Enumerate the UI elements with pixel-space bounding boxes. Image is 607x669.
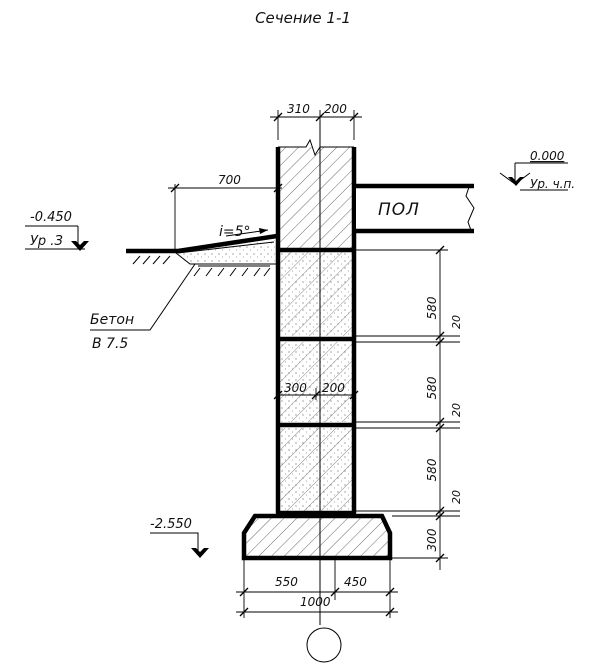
dim-blind-area-value: 700 [218, 173, 241, 187]
level-ground-value: -0.450 [30, 210, 72, 225]
axis-marker [306, 120, 342, 663]
dim-joint-2: 20 [450, 403, 463, 417]
concrete-leader [90, 263, 196, 331]
foundation-block-2 [280, 342, 352, 422]
ground-hatching [132, 255, 271, 277]
dim-joint-3: 20 [450, 490, 463, 504]
floor-slab [356, 183, 475, 234]
foundation-block-1 [280, 252, 352, 336]
dim-footing-total: 1000 [300, 595, 331, 609]
dim-footing-left: 550 [275, 575, 298, 589]
dim-joint-1: 20 [450, 315, 463, 329]
level-mark-ground [25, 225, 89, 251]
level-ground-name: Ур .З [30, 234, 63, 249]
dim-blind-area [168, 183, 283, 252]
footing-slab [241, 513, 393, 561]
dim-mid [273, 388, 359, 400]
dim-top-right: 200 [324, 102, 347, 116]
level-mark-footing [150, 532, 209, 558]
section-title: Сечение 1-1 [255, 9, 351, 27]
level-floor-name: Ур. ч.п. [530, 177, 575, 191]
dim-top-left: 310 [287, 102, 310, 116]
dim-footing-height: 300 [425, 528, 439, 551]
dim-footing-right: 450 [344, 575, 367, 589]
level-floor-value: 0.000 [530, 149, 565, 163]
dim-vertical-chain [356, 245, 460, 570]
blind-area [126, 228, 279, 280]
dim-top [270, 110, 362, 140]
dim-mid-left: 300 [284, 381, 307, 395]
dim-mid-right: 200 [322, 381, 345, 395]
dim-block-height-1: 580 [425, 296, 439, 319]
concrete-label-line2: В 7.5 [92, 336, 128, 352]
concrete-label-line1: Бетон [90, 312, 134, 328]
floor-label: ПОЛ [378, 200, 420, 220]
dim-block-height-3: 580 [425, 458, 439, 481]
dim-block-height-2: 580 [425, 376, 439, 399]
dim-footing-width [236, 560, 398, 618]
level-footing-value: -2.550 [150, 517, 192, 532]
slope-label: i=5° [219, 224, 251, 240]
foundation-block-3 [280, 428, 352, 511]
brick-wall [275, 138, 357, 250]
level-mark-floor [499, 162, 568, 191]
